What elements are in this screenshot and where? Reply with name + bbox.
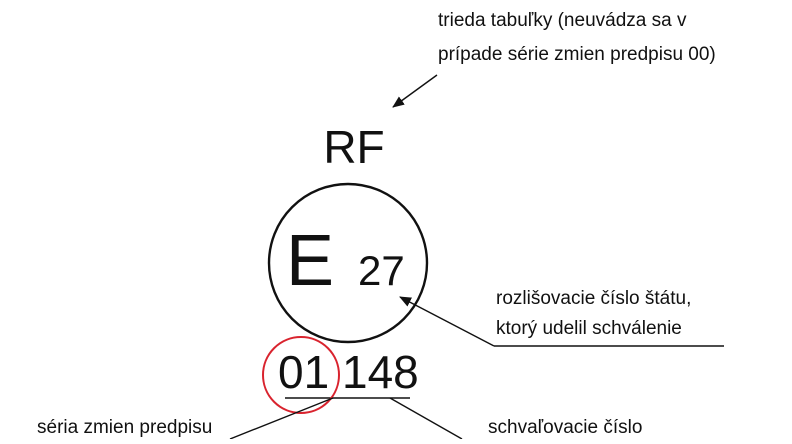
country-note-line1: rozlišovacie číslo štátu, [496,288,691,309]
country-note-line2: ktorý udelil schválenie [496,318,682,339]
table-class-note-line2: prípade série zmien predpisu 00) [438,44,716,65]
table-class-note-line1: trieda tabuľky (neuvádza sa v [438,10,687,31]
approval-note: schvaľovacie číslo [488,417,642,438]
approval-circle [267,182,429,344]
series-highlight-circle [262,336,340,414]
approval-leader-line [389,397,463,440]
country-arrow [399,296,495,347]
series-leader-line [229,397,334,440]
table-class-code: RF [323,121,384,173]
table-class-arrow [392,74,438,108]
circle-letter-e: E [286,221,334,301]
approval-digits: 148 [342,346,419,398]
country-number: 27 [358,247,405,294]
series-digits: 01 [278,346,329,398]
series-note: séria zmien predpisu [37,417,212,438]
